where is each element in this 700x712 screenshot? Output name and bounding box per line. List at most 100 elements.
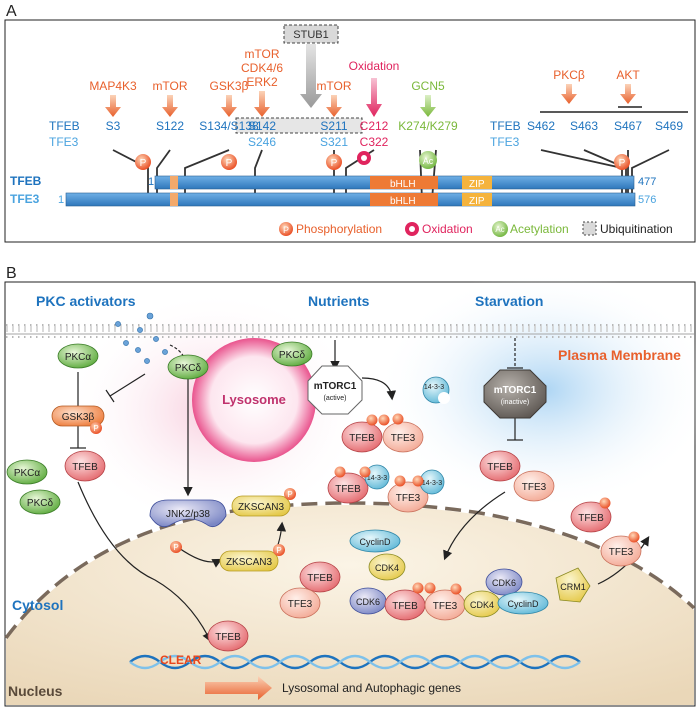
legend-acetyl-icon <box>492 221 508 237</box>
tfeb-p-1 <box>341 421 383 453</box>
pkcd-cytosol-label: PKCδ <box>27 498 54 509</box>
panel-b-label: B <box>6 265 17 282</box>
legend-phospho: Phosphorylation <box>296 222 382 236</box>
gsk3b-p-label: P <box>93 424 98 433</box>
cdk4-2-label: CDK4 <box>470 600 494 610</box>
legend-phospho-icon <box>279 222 293 236</box>
tfeb-bar-label: TFEB <box>10 174 42 188</box>
tfeb-bhlh-label: bHLH <box>390 179 416 190</box>
p-badges-nucleus <box>412 582 462 595</box>
tfeb-1433 <box>327 472 369 504</box>
mtorc1-inactive <box>483 369 547 419</box>
arrow-erk2 <box>254 91 270 117</box>
tfeb-nucleus-2-label: TFEB <box>392 601 418 612</box>
phospho-badge-label: P <box>331 158 338 169</box>
jnk-p38-label: JNK2/p38 <box>166 509 210 520</box>
gsk3b <box>51 405 105 427</box>
plasma-membrane-label: Plasma Membrane <box>558 347 681 363</box>
nucleus-label: Nucleus <box>8 683 63 699</box>
cdk6-2 <box>485 568 523 596</box>
pkcd-active <box>167 354 209 380</box>
panel-a-label: A <box>6 3 17 20</box>
site-s142: S142 <box>248 119 276 133</box>
pkca-cytosol <box>6 459 48 485</box>
site-s463: S463 <box>570 119 598 133</box>
phospho-badge <box>614 154 630 170</box>
kinase-cdk46: CDK4/6 <box>241 61 283 75</box>
zkscan3-nucleus-p <box>273 544 285 556</box>
arrow-akt <box>620 84 636 104</box>
genes-label: Lysosomal and Autophagic genes <box>282 681 461 695</box>
tfeb-p-1-label: TFEB <box>349 433 375 444</box>
mod-badges: P P P Ac P <box>135 151 630 170</box>
site-c212: C212 <box>360 119 389 133</box>
jnk-p <box>170 541 182 553</box>
tfeb-orange-box <box>170 176 178 189</box>
mtorc1-inactive-label: mTORC1 <box>494 385 537 396</box>
cyclind-1 <box>349 529 401 553</box>
kinase-mtor-3: mTOR <box>316 79 351 93</box>
tfeb-start: 1 <box>148 176 154 188</box>
arrow-gcn5 <box>420 95 436 117</box>
tfeb-exported <box>570 501 612 533</box>
cterm-tfeb-label: TFEB <box>490 119 521 133</box>
tfeb-cytosol-left <box>64 450 106 482</box>
p1433-bound-2-label: 14-3-3 <box>422 480 442 487</box>
tfe3-free <box>513 470 555 502</box>
acetyl-badge-label: Ac <box>423 156 434 166</box>
kinase-gsk3b: GSK3β <box>210 79 249 93</box>
kinase-mtor-2: mTOR <box>244 47 279 61</box>
tfe3-bhlh-label: bHLH <box>390 196 416 207</box>
stub1-arrow <box>300 44 322 108</box>
cdk4-1 <box>368 553 406 581</box>
cytosol-label: Cytosol <box>12 597 63 613</box>
dna-helix <box>129 654 581 670</box>
legend: P Phosphorylation Oxidation Ac Acetylati… <box>279 221 673 237</box>
pkcd-cytosol <box>19 489 61 515</box>
tfe3-row-label: TFE3 <box>49 135 79 149</box>
nuclear-envelope <box>4 501 696 640</box>
legend-acetyl-icon-label: Ac <box>495 225 504 234</box>
tfe3-zip <box>462 193 492 206</box>
site-s321: S321 <box>320 135 348 149</box>
arrow-oxidation <box>366 78 382 117</box>
phospho-badge-label: P <box>226 158 233 169</box>
tfe3-nucleus-label: TFE3 <box>288 599 313 610</box>
cyclind-2 <box>497 591 549 615</box>
phospho-badge-label: P <box>140 158 147 169</box>
tfe3-1433-label: TFE3 <box>396 493 421 504</box>
cyclind-1-label: CyclinD <box>359 537 391 547</box>
p1433-bound-1-label: 14-3-3 <box>367 475 387 482</box>
tfeb-free-label: TFEB <box>487 462 513 473</box>
legend-acetyl: Acetylation <box>510 222 569 236</box>
tfeb-zip-label: ZIP <box>469 179 485 190</box>
tfeb-cytosol-left-label: TFEB <box>72 462 98 473</box>
pkca-membrane <box>57 343 99 369</box>
tfe3-orange-box <box>170 193 178 206</box>
tfeb-nucleus-label: TFEB <box>307 573 333 584</box>
tfe3-free-label: TFE3 <box>522 482 547 493</box>
panel-a-frame <box>4 19 696 243</box>
kinase-map4k3: MAP4K3 <box>89 79 137 93</box>
tfe3-p-1-label: TFE3 <box>391 433 416 444</box>
gsk3b-p <box>90 422 102 434</box>
gsk3b-label: GSK3β <box>62 412 95 423</box>
tfe3-nucleus-2-label: TFE3 <box>433 601 458 612</box>
tfeb-1433-label: TFEB <box>335 484 361 495</box>
zkscan3-cytosol-p-label: P <box>287 490 292 499</box>
stub1-box <box>283 24 339 44</box>
pkca-membrane-label: PKCα <box>65 352 92 363</box>
mtorc1-active-state: (active) <box>324 395 347 402</box>
clear-label: CLEAR <box>160 653 202 667</box>
zkscan3-nucleus-p-label: P <box>276 546 281 555</box>
gcn5-label: GCN5 <box>411 79 445 93</box>
legend-oxidation-hole <box>409 226 415 232</box>
phospho-badge <box>326 154 342 170</box>
cdk6-2-label: CDK6 <box>492 578 516 588</box>
cdk4-1-label: CDK4 <box>375 563 399 573</box>
pkcd-active-label: PKCδ <box>175 363 202 374</box>
arrow-gsk3b <box>221 95 237 117</box>
site-s211: S211 <box>320 119 347 133</box>
p-badges-pair-2 <box>334 466 424 487</box>
pkcd-membrane-label: PKCδ <box>279 350 306 361</box>
